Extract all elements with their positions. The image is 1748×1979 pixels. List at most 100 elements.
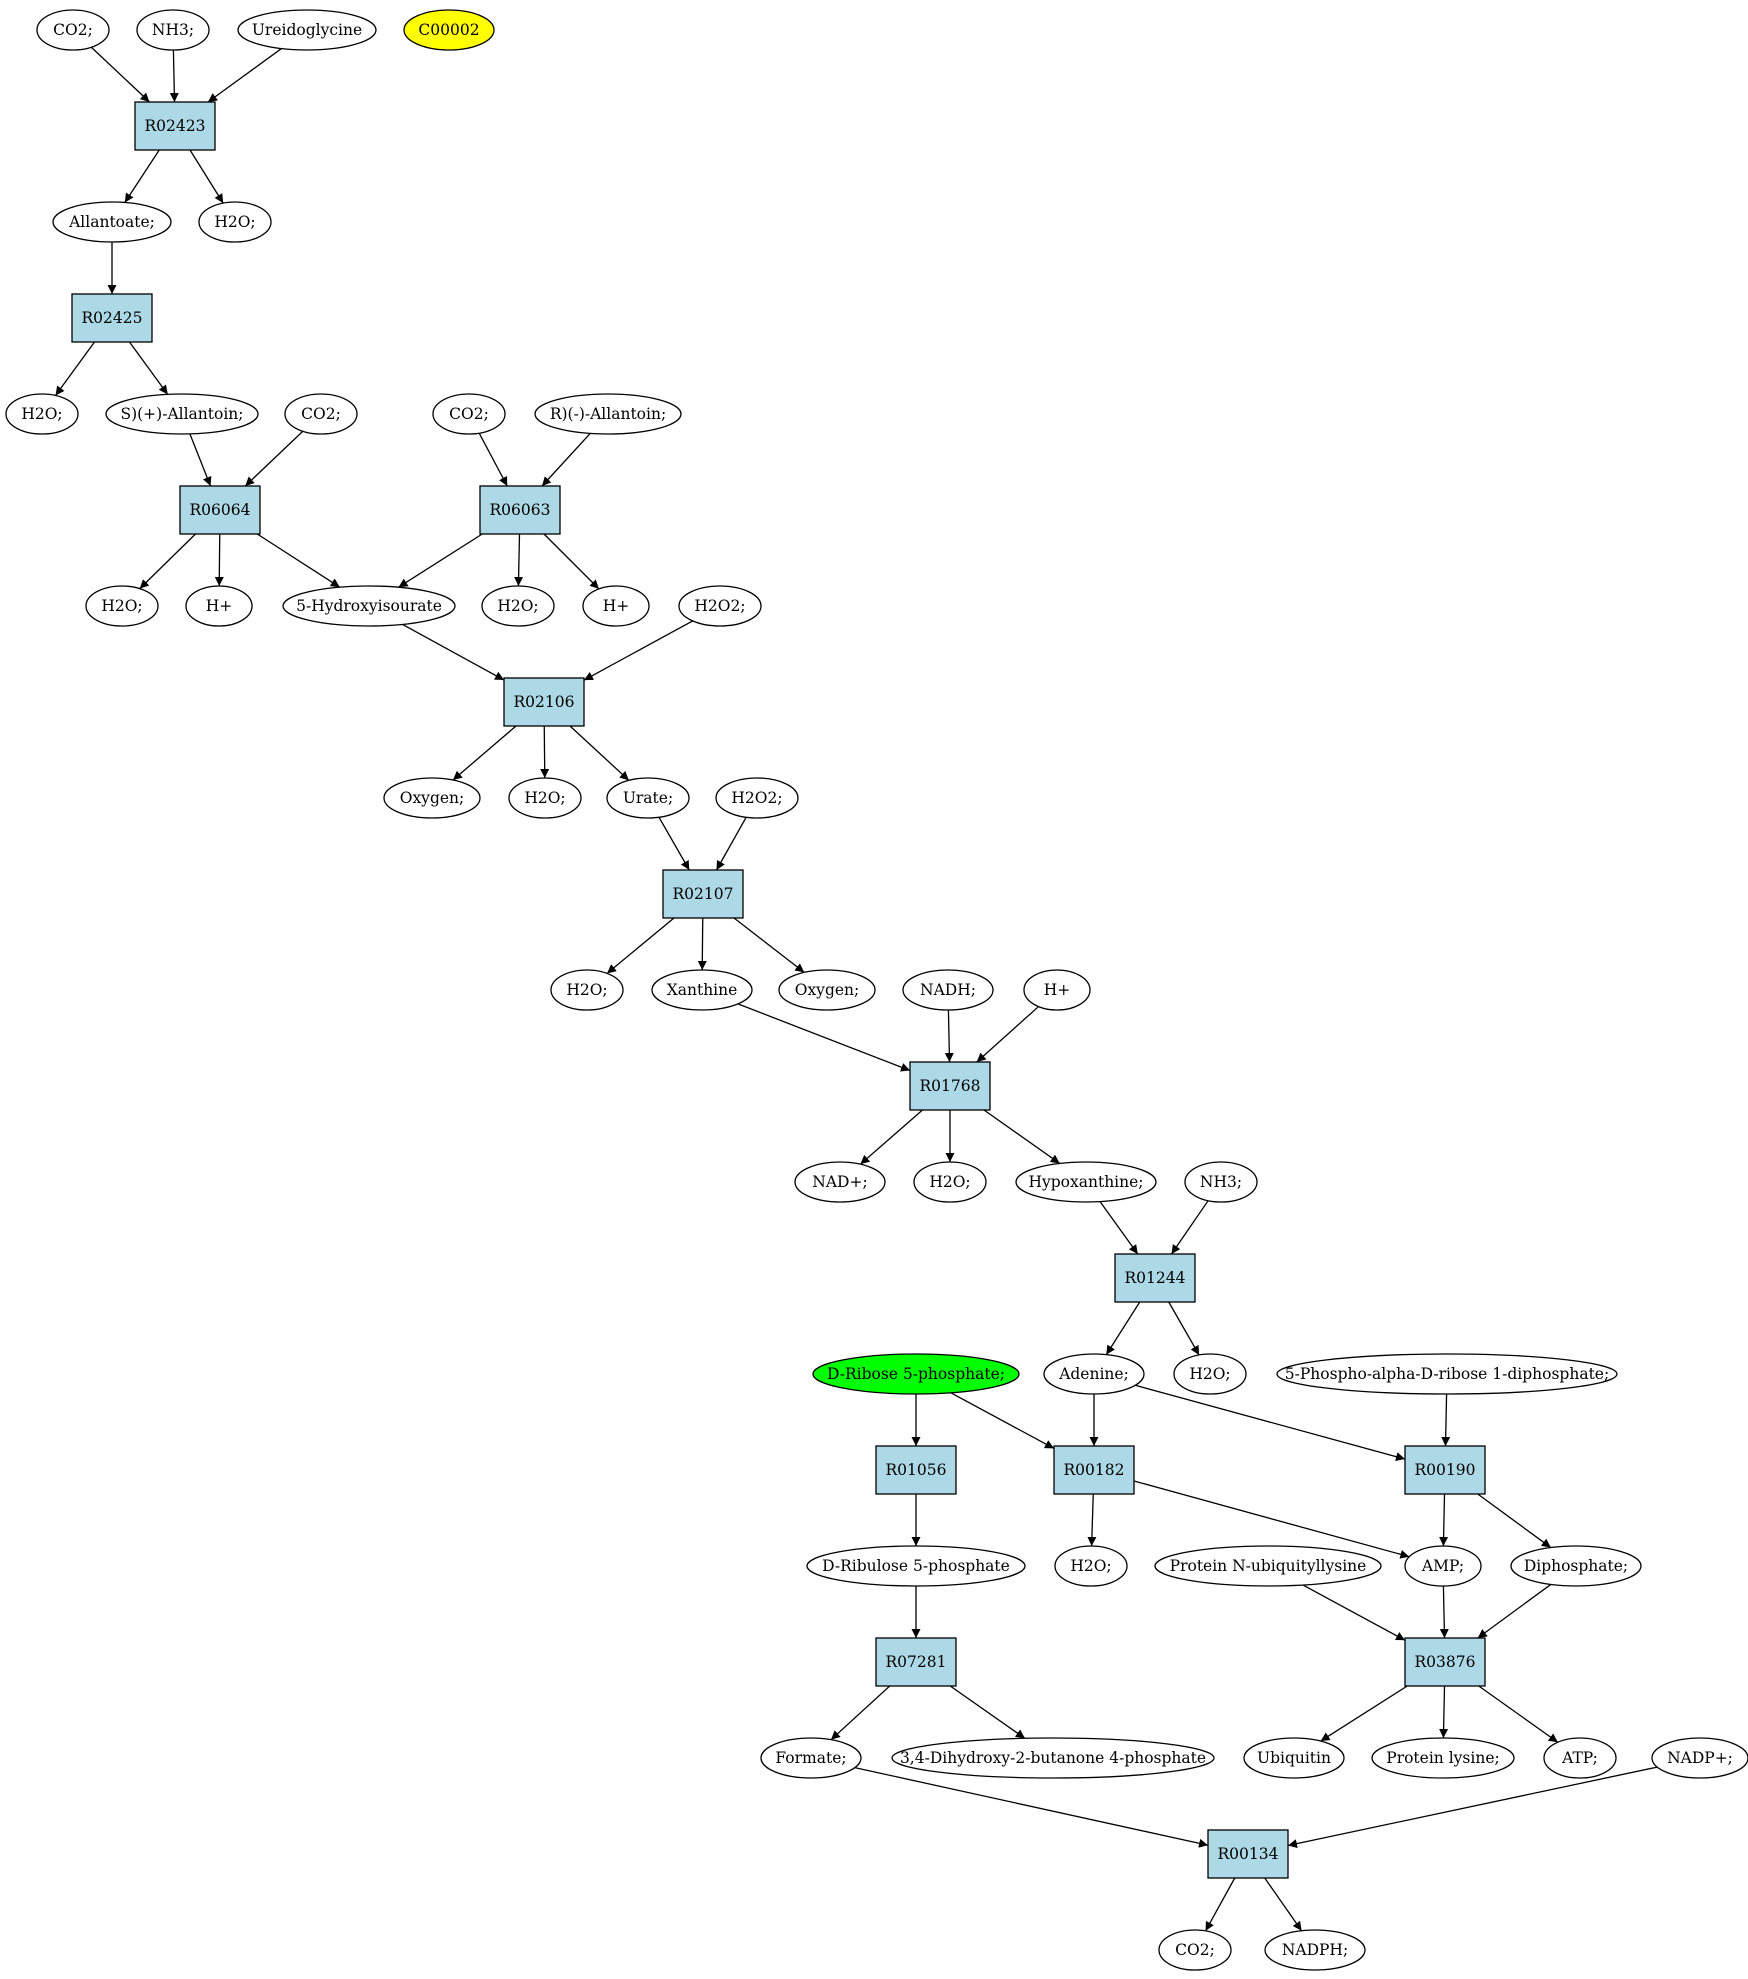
compound-node-atp[interactable]: ATP;	[1543, 1737, 1617, 1779]
compound-node-dihydroxy[interactable]: 3,4-Dihydroxy-2-butanone 4-phosphate	[891, 1737, 1215, 1779]
compound-node-protein_lys[interactable]: Protein lysine;	[1371, 1737, 1515, 1779]
node-label: ATP;	[1561, 1749, 1598, 1767]
reaction-node-R02106[interactable]: R02106	[503, 677, 585, 727]
compound-ellipse	[778, 969, 876, 1011]
reaction-box	[662, 869, 744, 919]
reaction-node-R01056[interactable]: R01056	[875, 1445, 957, 1495]
compound-node-co2_a[interactable]: CO2;	[36, 9, 110, 51]
compound-ellipse	[534, 393, 682, 435]
compound-node-co2_c[interactable]: CO2;	[432, 393, 506, 435]
compound-node-nadplus[interactable]: NAD+;	[794, 1161, 886, 1203]
reaction-node-R02423[interactable]: R02423	[134, 101, 216, 151]
compound-node-h2o_e[interactable]: H2O;	[508, 777, 582, 819]
compound-node-amp[interactable]: AMP;	[1404, 1545, 1482, 1587]
compound-ellipse	[1054, 1545, 1128, 1587]
node-label: H2O;	[497, 597, 538, 615]
compound-ellipse	[403, 9, 495, 51]
compound-node-nadpplus[interactable]: NADP+;	[1651, 1737, 1748, 1779]
compound-ellipse	[282, 585, 456, 627]
compound-node-ureido[interactable]: Ureidoglycine	[237, 9, 377, 51]
node-label: Urate;	[623, 789, 673, 807]
compound-node-allantoate[interactable]: Allantoate;	[52, 201, 172, 243]
edge-hydroxyisourate-to-R02106	[402, 623, 505, 681]
reaction-box	[1114, 1253, 1196, 1303]
reaction-box	[909, 1061, 991, 1111]
compound-node-h2o_i[interactable]: H2O;	[1054, 1545, 1128, 1587]
compound-node-hplus_a[interactable]: H+	[185, 585, 253, 627]
reaction-box	[875, 1445, 957, 1495]
reaction-node-R00190[interactable]: R00190	[1404, 1445, 1486, 1495]
compound-node-h2o_d[interactable]: H2O;	[481, 585, 555, 627]
node-label: Oxygen;	[795, 981, 860, 999]
compound-node-nh3_b[interactable]: NH3;	[1184, 1161, 1258, 1203]
node-label: H2O;	[21, 405, 62, 423]
reaction-node-R07281[interactable]: R07281	[875, 1637, 957, 1687]
compound-node-hplus_c[interactable]: H+	[1023, 969, 1091, 1011]
edge-R06063-to-hplus_b	[543, 533, 600, 590]
reaction-node-R02107[interactable]: R02107	[662, 869, 744, 919]
compound-node-hplus_b[interactable]: H+	[582, 585, 650, 627]
compound-node-h2o_h[interactable]: H2O;	[1173, 1353, 1247, 1395]
reaction-node-R06063[interactable]: R06063	[479, 485, 561, 535]
compound-node-nadph[interactable]: NADPH;	[1264, 1929, 1366, 1971]
node-label: H2O;	[1070, 1557, 1111, 1575]
compound-node-h2o2_b[interactable]: H2O2;	[715, 777, 799, 819]
edge-R01768-to-hypoxanthine	[983, 1109, 1061, 1164]
edge-formate-to-R00134	[854, 1766, 1209, 1848]
compound-node-h2o_g[interactable]: H2O;	[913, 1161, 987, 1203]
compound-node-h2o_b[interactable]: H2O;	[5, 393, 79, 435]
edge-h2o2_b-to-R02107	[715, 816, 747, 871]
reaction-node-R00182[interactable]: R00182	[1053, 1445, 1135, 1495]
compound-node-h2o2_a[interactable]: H2O2;	[678, 585, 762, 627]
compound-node-co2_b[interactable]: CO2;	[284, 393, 358, 435]
node-label: 5-Hydroxyisourate	[296, 597, 442, 615]
compound-node-h2o_c[interactable]: H2O;	[85, 585, 159, 627]
edge-R03876-to-atp	[1478, 1685, 1559, 1743]
edge-h2o2_a-to-R02106	[583, 620, 693, 681]
compound-node-h2o_f[interactable]: H2O;	[550, 969, 624, 1011]
node-label: R02423	[145, 117, 206, 135]
reaction-box	[479, 485, 561, 535]
compound-node-s_allantoin[interactable]: S)(+)-Allantoin;	[105, 393, 259, 435]
compound-node-prpp[interactable]: 5-Phospho-alpha-D-ribose 1-diphosphate;	[1276, 1353, 1618, 1395]
compound-node-hypoxanthine[interactable]: Hypoxanthine;	[1015, 1161, 1157, 1203]
compound-node-h2o_a[interactable]: H2O;	[198, 201, 272, 243]
compound-node-formate[interactable]: Formate;	[760, 1737, 862, 1779]
compound-node-hydroxyisourate[interactable]: 5-Hydroxyisourate	[282, 585, 456, 627]
compound-node-nh3_a[interactable]: NH3;	[136, 9, 210, 51]
reaction-node-R03876[interactable]: R03876	[1404, 1637, 1486, 1687]
compound-ellipse	[1023, 969, 1091, 1011]
node-label: H2O;	[1189, 1365, 1230, 1383]
compound-node-c00002[interactable]: C00002	[403, 9, 495, 51]
reaction-node-R01768[interactable]: R01768	[909, 1061, 991, 1111]
compound-node-xanthine[interactable]: Xanthine	[651, 969, 753, 1011]
edge-R00134-to-nadph	[1264, 1877, 1303, 1932]
compound-node-adenine[interactable]: Adenine;	[1043, 1353, 1145, 1395]
reaction-node-R00134[interactable]: R00134	[1207, 1829, 1289, 1879]
compound-node-nadh[interactable]: NADH;	[902, 969, 994, 1011]
reaction-node-R01244[interactable]: R01244	[1114, 1253, 1196, 1303]
node-label: R00182	[1064, 1461, 1125, 1479]
reaction-node-R06064[interactable]: R06064	[179, 485, 261, 535]
compound-node-ribulose5p[interactable]: D-Ribulose 5-phosphate	[806, 1545, 1026, 1587]
reaction-node-R02425[interactable]: R02425	[71, 293, 153, 343]
node-layer: CO2; NH3; Ureidoglycine C00002R02423Allanto…	[5, 9, 1748, 1971]
compound-node-r_allantoin[interactable]: R)(-)-Allantoin;	[534, 393, 682, 435]
compound-node-protein_ub[interactable]: Protein N-ubiquityllysine	[1154, 1545, 1382, 1587]
edge-R06063-to-hydroxyisourate	[398, 533, 483, 588]
compound-node-diphosphate[interactable]: Diphosphate;	[1510, 1545, 1642, 1587]
compound-node-oxygen_b[interactable]: Oxygen;	[778, 969, 876, 1011]
compound-node-ribose5p[interactable]: D-Ribose 5-phosphate;	[812, 1353, 1020, 1395]
compound-ellipse	[136, 9, 210, 51]
compound-node-oxygen_a[interactable]: Oxygen;	[383, 777, 481, 819]
compound-node-urate[interactable]: Urate;	[606, 777, 690, 819]
compound-node-ubiquitin[interactable]: Ubiquitin	[1243, 1737, 1345, 1779]
compound-ellipse	[52, 201, 172, 243]
edge-R06064-to-hplus_a	[214, 533, 224, 587]
node-label: Adenine;	[1058, 1365, 1129, 1383]
node-label: CO2;	[449, 405, 489, 423]
compound-ellipse	[1510, 1545, 1642, 1587]
edge-R06064-to-hydroxyisourate	[256, 533, 341, 588]
compound-node-co2_d[interactable]: CO2;	[1158, 1929, 1232, 1971]
edge-R00134-to-co2_d	[1204, 1877, 1236, 1932]
